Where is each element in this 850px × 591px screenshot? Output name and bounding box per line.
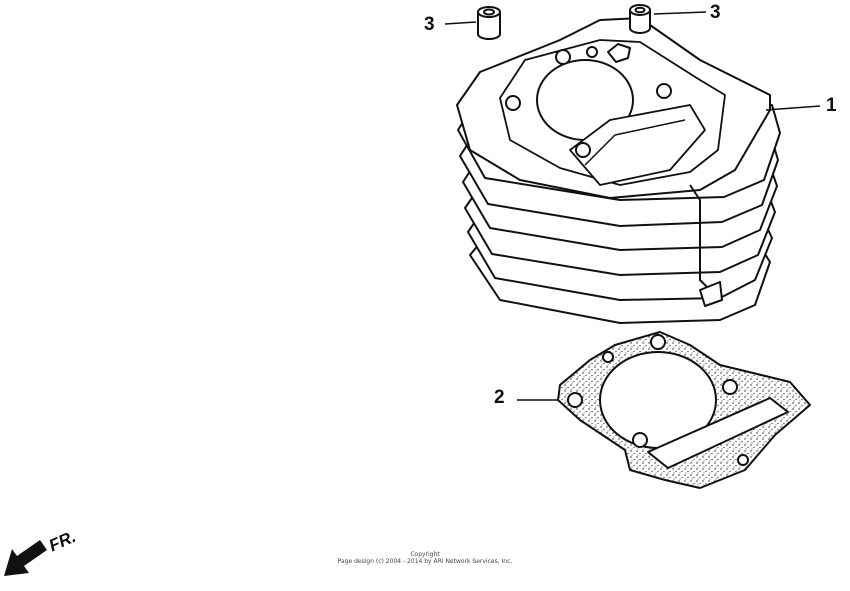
leader-line-3a [444,21,477,25]
gasket-hole [650,334,666,350]
gasket-hole [737,454,749,466]
callout-2: 2 [494,387,505,408]
stud-hole [555,49,571,65]
stud-hole [586,46,598,58]
dowel-pin-right [629,4,651,34]
gasket-chain-slot [647,397,789,469]
callout-1: 1 [826,95,837,116]
copyright-line-2: Page design (c) 2004 - 2014 by ARI Netwo… [337,558,513,565]
copyright-notice: Copyright Page design (c) 2004 - 2014 by… [300,551,550,565]
leader-line-3b [653,11,707,15]
callout-3-right: 3 [710,2,721,23]
stud-hole [575,142,591,158]
front-direction-arrow-icon [4,540,47,576]
cylinder-head-surface [499,39,726,186]
gasket-hole [567,392,583,408]
cam-chain-tunnel [569,104,706,186]
leader-line-1 [765,105,821,111]
cylinder-part [456,17,781,324]
cylinder-base-gasket [557,331,811,489]
cylinder-spigot [699,281,723,307]
gasket-hole [722,379,738,395]
dowel-pin-left [477,6,501,40]
leader-lines [444,11,821,401]
gasket-hole [602,351,614,363]
stud-hole [656,83,672,99]
callout-3-left: 3 [424,14,435,35]
dowel-hole [607,43,631,63]
stud-hole [505,95,521,111]
gasket-hole [632,432,648,448]
copyright-line-1: Copyright [410,551,440,558]
